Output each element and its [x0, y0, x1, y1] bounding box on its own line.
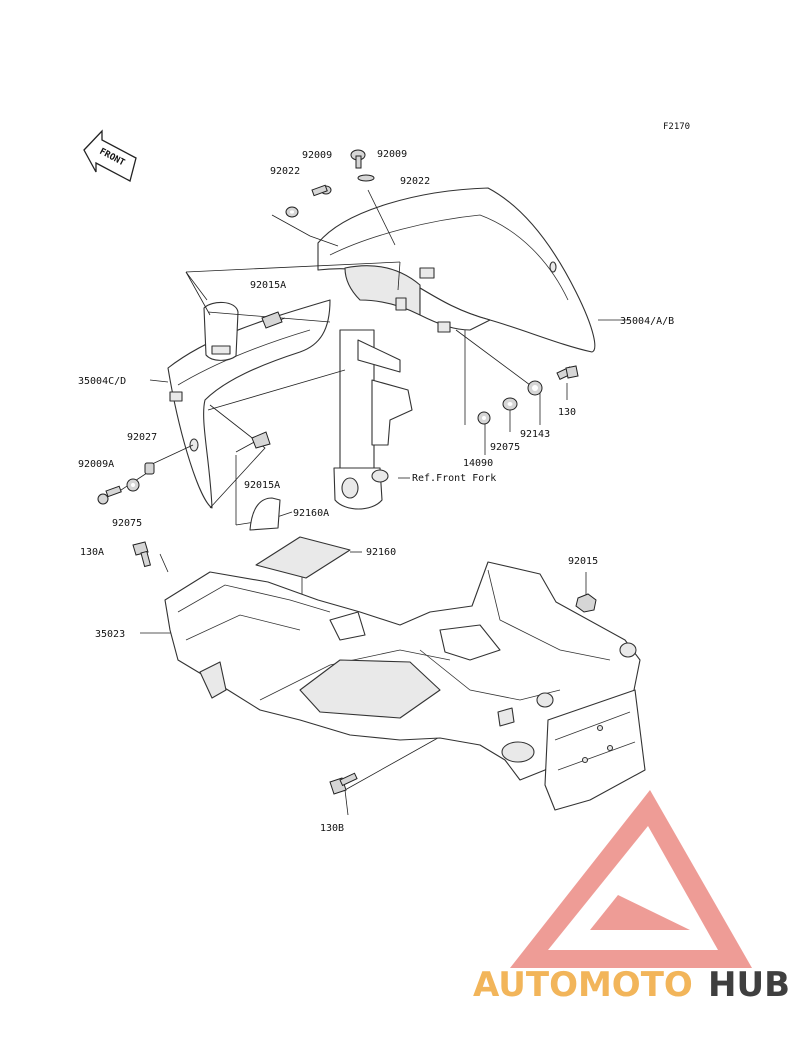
label-35023: 35023	[95, 629, 125, 640]
diagram-code: F2170	[663, 122, 690, 132]
label-92022-left: 92022	[270, 166, 300, 177]
label-92027: 92027	[127, 432, 157, 443]
bolt-92009a	[97, 485, 122, 505]
label-92009a: 92009A	[78, 459, 114, 470]
label-92009-left: 92009	[302, 150, 332, 161]
watermark-logo: AUTOMOTO HUB	[473, 790, 790, 1005]
sheet-92160	[255, 536, 351, 579]
bolt-130	[556, 365, 579, 381]
label-92009-right: 92009	[377, 149, 407, 160]
front-fork	[333, 329, 413, 510]
bolt-130b	[329, 772, 358, 795]
rear-undertray	[164, 561, 646, 811]
collar-92027	[144, 462, 155, 475]
label-130a: 130A	[80, 547, 104, 558]
label-92015: 92015	[568, 556, 598, 567]
label-130b: 130B	[320, 823, 344, 834]
clip-92015a-top	[261, 311, 283, 329]
front-arrow-icon: FRONT	[83, 129, 137, 182]
label-92022-right: 92022	[400, 176, 430, 187]
watermark-brand-part1: AUTOMOTO	[473, 965, 693, 1005]
watermark-brand-part2: HUB	[708, 965, 790, 1005]
bolt-92009-right	[350, 149, 366, 169]
bolt-92009-left	[311, 184, 332, 197]
callout-labels: 92009 92009 92022 92022 92015A 35004/A/B…	[78, 149, 674, 834]
label-35004cd: 35004C/D	[78, 376, 126, 387]
label-ref-front-fork: Ref.Front Fork	[412, 473, 496, 484]
watermark-triangle-icon	[510, 790, 752, 968]
label-92160: 92160	[366, 547, 396, 558]
label-92075-right: 92075	[490, 442, 520, 453]
pad-92160a	[249, 497, 281, 531]
front-fender	[317, 187, 596, 353]
label-130: 130	[558, 407, 576, 418]
label-92075-left: 92075	[112, 518, 142, 529]
bolt-130a	[132, 541, 152, 568]
label-92015a-bottom: 92015A	[244, 480, 280, 491]
nut-92015	[575, 593, 597, 613]
label-92143: 92143	[520, 429, 550, 440]
label-92015a-top: 92015A	[250, 280, 286, 291]
hardware	[97, 149, 597, 795]
label-35004ab: 35004/A/B	[620, 316, 674, 327]
inner-fender	[167, 299, 331, 509]
label-14090: 14090	[463, 458, 493, 469]
label-92160a: 92160A	[293, 508, 329, 519]
washer-92022-right	[357, 174, 375, 182]
clip-92015a-bottom	[251, 431, 271, 449]
